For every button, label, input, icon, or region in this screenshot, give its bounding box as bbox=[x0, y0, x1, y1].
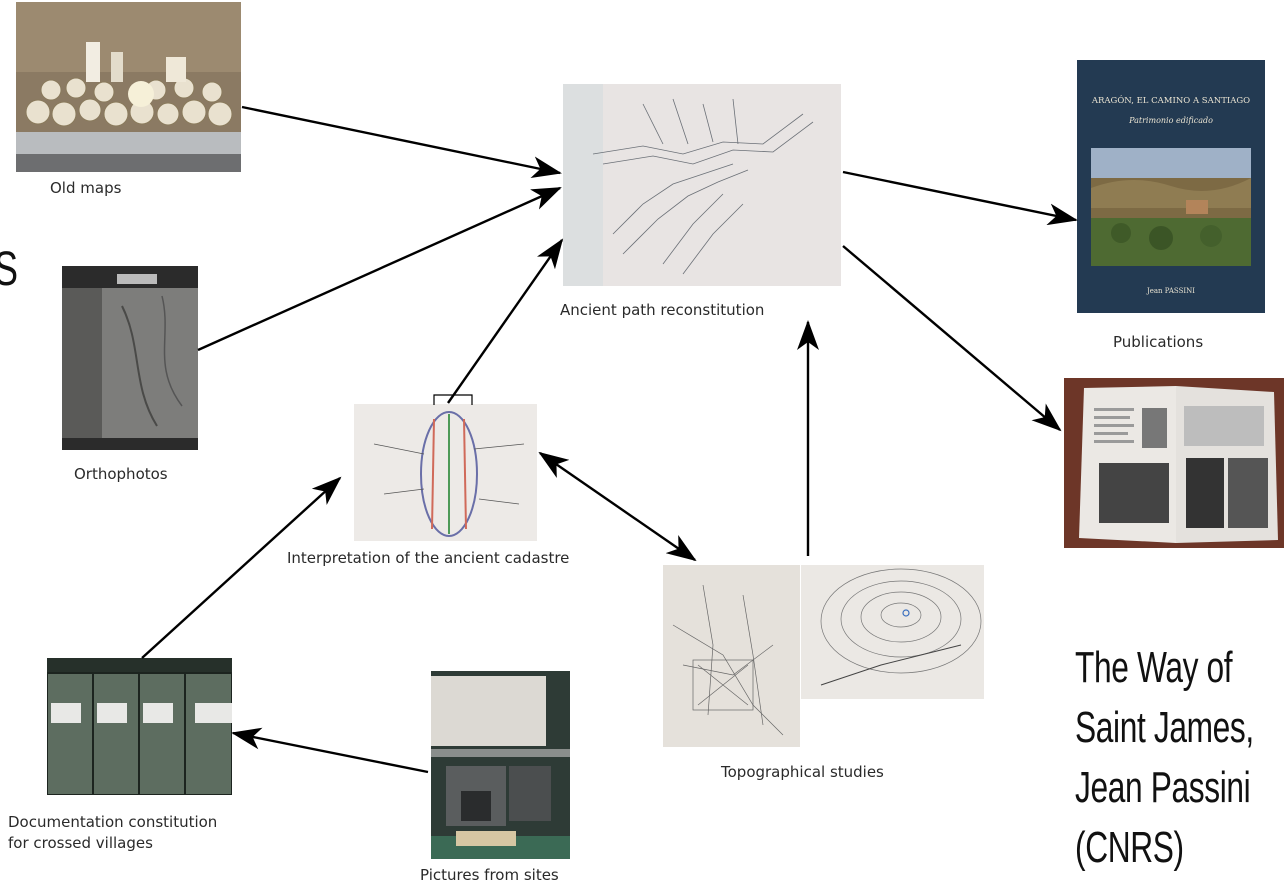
arrow-documentation-to-cadastre bbox=[141, 476, 342, 659]
topographical-map-left bbox=[663, 565, 800, 747]
documentation-label-line2: for crossed villages bbox=[8, 834, 153, 852]
arrow-orthophotos-to-ancientpath bbox=[197, 186, 562, 352]
orthophotos-photo bbox=[62, 266, 198, 450]
arrow-pictures-to-documentation bbox=[231, 727, 429, 774]
title-line-2: Saint James, bbox=[1075, 703, 1254, 752]
documentation-label-line1: Documentation constitution bbox=[8, 813, 218, 831]
old-maps-label: Old maps bbox=[50, 179, 122, 197]
ancient-path-map bbox=[563, 84, 841, 286]
topographical-label: Topographical studies bbox=[721, 763, 884, 781]
arrow-cadastre-topographical bbox=[538, 451, 697, 562]
book-title: ARAGÓN, EL CAMINO A SANTIAGO bbox=[1091, 96, 1251, 106]
title-line-4: (CNRS) bbox=[1075, 823, 1184, 872]
book-author: Jean PASSINI bbox=[1146, 287, 1196, 295]
publications-label: Publications bbox=[1113, 333, 1204, 351]
orthophotos-label: Orthophotos bbox=[74, 465, 168, 483]
cadastre-label: Interpretation of the ancient cadastre bbox=[287, 549, 570, 567]
pictures-from-sites-label: Pictures from sites bbox=[420, 866, 559, 884]
cadastre-map bbox=[354, 404, 537, 541]
pictures-from-sites-photo bbox=[431, 671, 570, 859]
diagram-title: The Way of Saint James, Jean Passini (CN… bbox=[1075, 638, 1254, 878]
arrow-ancientpath-to-publications bbox=[842, 170, 1078, 226]
book-subtitle: Patrimonio edificado bbox=[1129, 116, 1213, 125]
title-line-1: The Way of bbox=[1075, 643, 1233, 692]
publications-book-cover: ARAGÓN, EL CAMINO A SANTIAGO Patrimonio … bbox=[1077, 60, 1265, 313]
cadastre-bracket bbox=[433, 394, 473, 405]
arrow-oldmaps-to-ancientpath bbox=[241, 105, 562, 179]
title-line-3: Jean Passini bbox=[1075, 763, 1251, 812]
documentation-boxes-photo bbox=[47, 658, 232, 795]
old-maps-photo bbox=[16, 2, 241, 172]
topographical-map-right bbox=[801, 565, 984, 699]
arrow-ancientpath-to-openbook bbox=[842, 245, 1062, 432]
book-landscape-image bbox=[1091, 148, 1251, 266]
arrow-cadastre-to-ancientpath bbox=[447, 238, 564, 404]
ancient-path-label: Ancient path reconstitution bbox=[560, 301, 765, 319]
clipped-edge-text: S bbox=[0, 242, 18, 297]
open-book-photo bbox=[1064, 378, 1284, 548]
